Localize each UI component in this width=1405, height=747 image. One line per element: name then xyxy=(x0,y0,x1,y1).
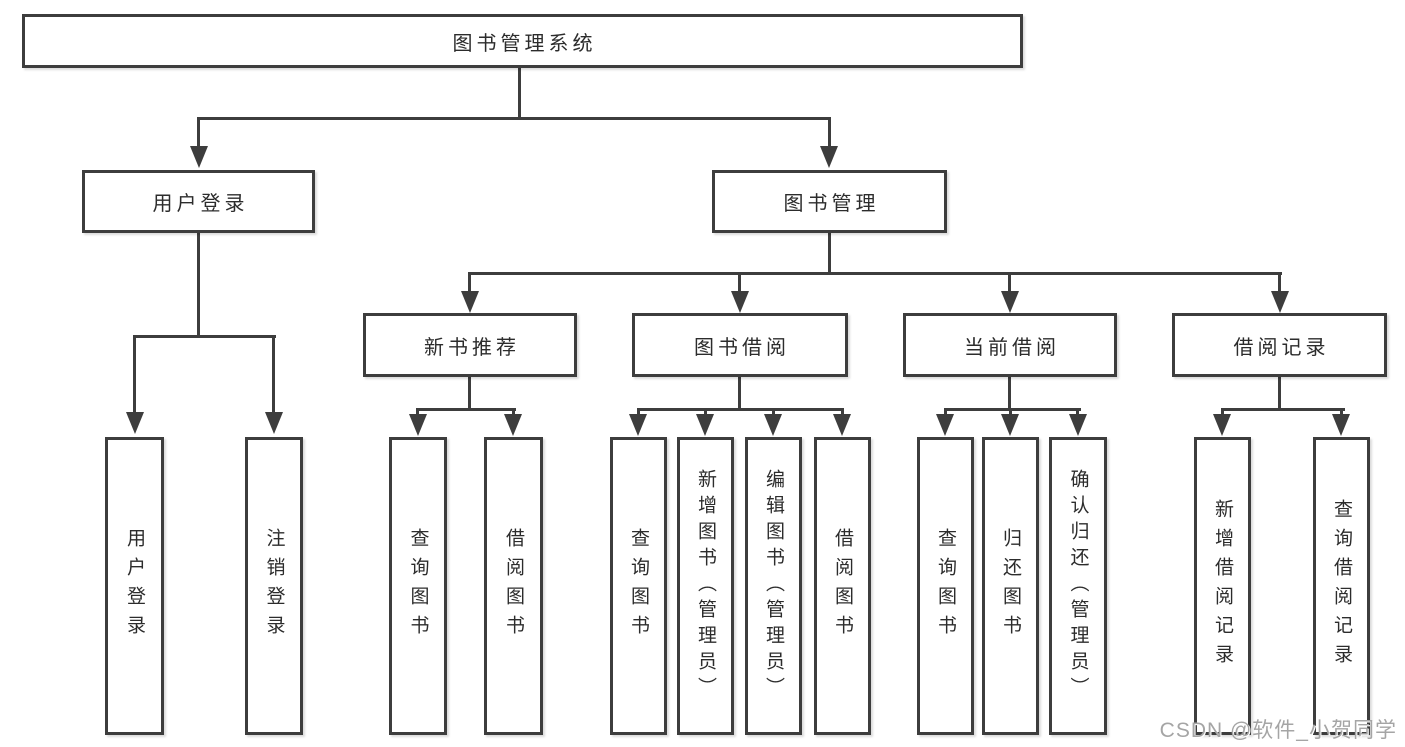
node-leaf-add-borrow-record: 新增借阅记录 xyxy=(1194,437,1251,735)
arrow-down-icon xyxy=(504,414,522,436)
node-current-borrowing: 当前借阅 xyxy=(903,313,1117,377)
arrow-down-icon xyxy=(1001,291,1019,313)
node-label: 查询图书 xyxy=(628,528,649,644)
node-label: 借阅图书 xyxy=(832,528,853,644)
node-leaf-query-books-3: 查询图书 xyxy=(917,437,974,735)
connector-line xyxy=(841,408,844,418)
node-label: 借阅记录 xyxy=(1233,336,1330,359)
connector-line xyxy=(738,272,741,294)
node-label: 确认归还（管理员） xyxy=(1067,469,1089,703)
node-label: 查询图书 xyxy=(935,528,956,644)
connector-line xyxy=(1076,408,1079,418)
arrow-down-icon xyxy=(265,412,283,434)
node-leaf-edit-book-admin: 编辑图书（管理员） xyxy=(745,437,802,735)
node-leaf-return-book: 归还图书 xyxy=(982,437,1039,735)
connector-line xyxy=(133,335,136,413)
connector-line xyxy=(272,335,275,413)
connector-line xyxy=(197,117,831,120)
connector-line xyxy=(416,408,516,411)
node-label: 用户登录 xyxy=(124,528,145,644)
connector-line xyxy=(197,117,200,149)
node-label: 查询借阅记录 xyxy=(1331,499,1352,673)
connector-line xyxy=(133,335,276,338)
arrow-down-icon xyxy=(629,414,647,436)
arrow-down-icon xyxy=(409,414,427,436)
node-book-management: 图书管理 xyxy=(712,170,947,233)
arrow-down-icon xyxy=(936,414,954,436)
node-label: 编辑图书（管理员） xyxy=(763,469,784,703)
node-user-login-group: 用户登录 xyxy=(82,170,315,233)
arrow-down-icon xyxy=(1271,291,1289,313)
watermark-text: CSDN @软件_小贺同学 xyxy=(1159,719,1397,742)
connector-line xyxy=(828,233,831,275)
node-label: 图书管理 xyxy=(783,193,880,215)
connector-line xyxy=(1278,272,1281,294)
node-label: 归还图书 xyxy=(1000,528,1021,644)
connector-line xyxy=(637,408,640,418)
node-book-borrowing: 图书借阅 xyxy=(632,313,848,377)
arrow-down-icon xyxy=(1213,414,1231,436)
arrow-down-icon xyxy=(820,146,838,168)
node-label: 新增借阅记录 xyxy=(1212,499,1233,673)
connector-line xyxy=(944,408,1081,411)
node-label: 新增图书（管理员） xyxy=(695,469,716,703)
node-leaf-add-book-admin: 新增图书（管理员） xyxy=(677,437,734,735)
arrow-down-icon xyxy=(833,414,851,436)
connector-line xyxy=(1278,377,1281,411)
connector-line xyxy=(1008,272,1011,294)
node-label: 查询图书 xyxy=(407,528,429,644)
arrow-down-icon xyxy=(1332,414,1350,436)
connector-line xyxy=(738,377,741,411)
node-leaf-borrow-books-2: 借阅图书 xyxy=(814,437,871,735)
node-leaf-borrow-books-1: 借阅图书 xyxy=(484,437,543,735)
node-leaf-query-borrow-record: 查询借阅记录 xyxy=(1313,437,1370,735)
connector-line xyxy=(944,408,947,418)
connector-line xyxy=(772,408,775,418)
connector-line xyxy=(197,233,200,338)
arrow-down-icon xyxy=(696,414,714,436)
connector-line xyxy=(416,408,419,418)
arrow-down-icon xyxy=(1001,414,1019,436)
node-library-management-system: 图书管理系统 xyxy=(22,14,1023,68)
node-leaf-query-books-1: 查询图书 xyxy=(389,437,447,735)
node-label: 用户登录 xyxy=(152,193,249,215)
connector-line xyxy=(512,408,515,418)
node-label: 新书推荐 xyxy=(424,336,520,359)
connector-line xyxy=(637,408,844,411)
connector-line xyxy=(1340,408,1343,418)
connector-line xyxy=(828,117,831,149)
node-label: 当前借阅 xyxy=(964,336,1060,359)
connector-line xyxy=(518,68,521,120)
connector-line xyxy=(1008,377,1011,411)
node-leaf-confirm-return-admin: 确认归还（管理员） xyxy=(1049,437,1107,735)
connector-line xyxy=(468,272,1282,275)
connector-line xyxy=(468,377,471,411)
node-new-book-recommend: 新书推荐 xyxy=(363,313,577,377)
arrow-down-icon xyxy=(764,414,782,436)
connector-line xyxy=(468,272,471,294)
arrow-down-icon xyxy=(190,146,208,168)
node-leaf-logout: 注销登录 xyxy=(245,437,303,735)
node-label: 注销登录 xyxy=(263,528,285,644)
node-leaf-query-books-2: 查询图书 xyxy=(610,437,667,735)
node-leaf-user-login: 用户登录 xyxy=(105,437,164,735)
node-label: 图书借阅 xyxy=(694,336,790,359)
node-label: 借阅图书 xyxy=(503,528,524,644)
node-label: 图书管理系统 xyxy=(452,32,597,55)
arrow-down-icon xyxy=(461,291,479,313)
connector-line xyxy=(1221,408,1345,411)
node-borrowing-records: 借阅记录 xyxy=(1172,313,1387,377)
connector-line xyxy=(704,408,707,418)
connector-line xyxy=(1221,408,1224,418)
arrow-down-icon xyxy=(126,412,144,434)
connector-line xyxy=(1009,408,1012,418)
arrow-down-icon xyxy=(1069,414,1087,436)
arrow-down-icon xyxy=(731,291,749,313)
